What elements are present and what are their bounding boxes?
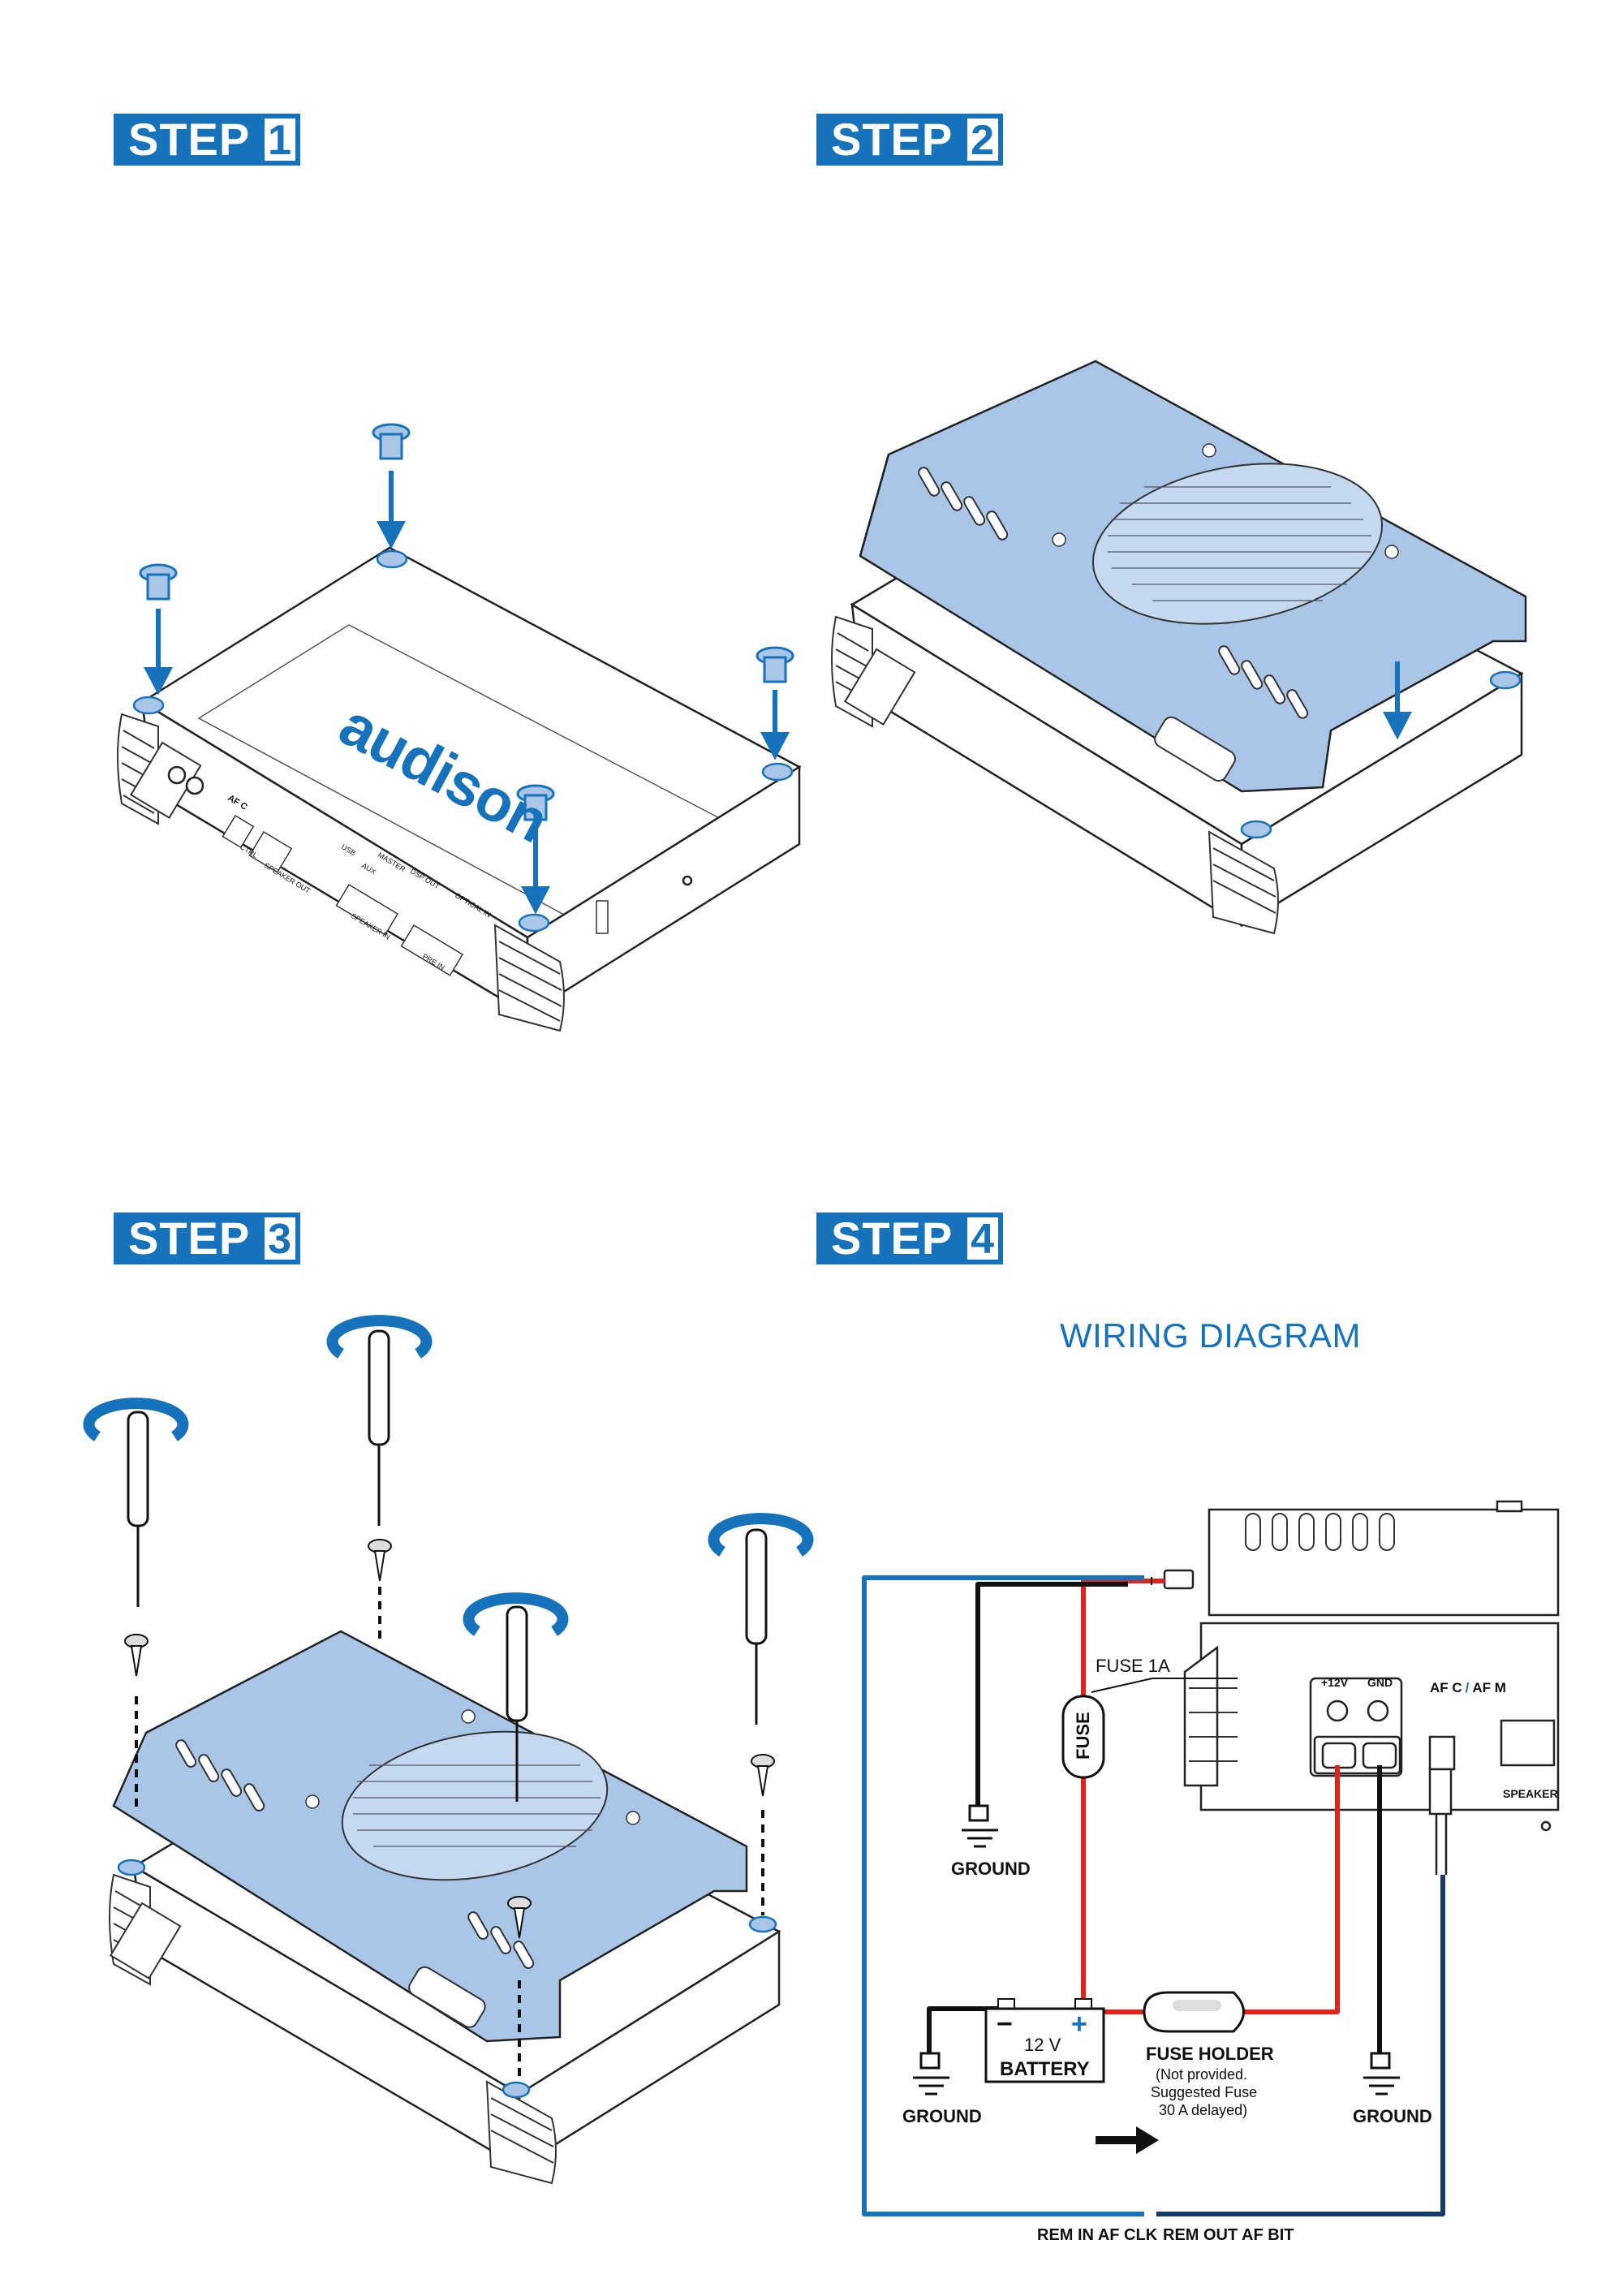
rubber-feet <box>139 423 794 821</box>
step-2-banner: STEP 2 <box>816 114 1003 166</box>
step-number: 3 <box>265 1217 295 1261</box>
step-3-banner: STEP 3 <box>114 1213 300 1264</box>
fuse-holder-note-3: 30 A delayed) <box>1159 2102 1247 2118</box>
terminal-gnd-label: GND <box>1367 1676 1393 1689</box>
step-number: 2 <box>967 118 998 162</box>
rem-out-label: REM OUT AF BIT <box>1163 2226 1294 2244</box>
battery-plus: + <box>1071 2009 1087 2040</box>
step-1-banner: STEP 1 <box>114 114 300 166</box>
battery-label: BATTERY <box>1000 2058 1090 2080</box>
terminal-pos-label: +12V <box>1321 1676 1349 1689</box>
step-number: 1 <box>265 118 295 162</box>
ground-icon <box>962 1804 998 1848</box>
screws <box>124 1539 775 1939</box>
fuse-text: FUSE <box>1073 1712 1093 1760</box>
battery-minus: − <box>997 2009 1013 2040</box>
fuse-holder-label: FUSE HOLDER <box>1146 2044 1274 2064</box>
step-word: STEP <box>831 114 954 165</box>
fuse-holder-note-1: (Not provided. <box>1156 2066 1247 2083</box>
down-arrow-step2 <box>1383 661 1412 740</box>
screw-guides <box>135 1587 764 2078</box>
speaker-label: SPEAKER <box>1503 1787 1558 1800</box>
step-word: STEP <box>831 1213 954 1264</box>
ground-label-1: GROUND <box>951 1859 1031 1879</box>
fuse-1a-label: FUSE 1A <box>1096 1656 1170 1676</box>
step-word: STEP <box>128 1213 251 1264</box>
wires <box>862 1575 1445 2216</box>
step-4-banner: STEP 4 <box>816 1213 1003 1264</box>
down-arrows-step1 <box>144 471 790 915</box>
direction-arrow-icon <box>1096 2126 1159 2154</box>
ground-label-2: GROUND <box>902 2106 982 2126</box>
step2-cover-plate <box>859 360 1527 793</box>
step1-amplifier <box>117 546 802 1032</box>
battery: − + 12 V BATTERY <box>984 1998 1105 2083</box>
screwdrivers <box>127 1329 768 1802</box>
remote-connector <box>1163 1569 1453 1875</box>
wiring-diagram-title: WIRING DIAGRAM <box>1060 1316 1361 1355</box>
ground-icon <box>1363 2052 1400 2096</box>
ground-label-3: GROUND <box>1353 2106 1432 2126</box>
rem-in-label: REM IN AF CLK <box>1037 2226 1158 2244</box>
step3-cover-plate <box>112 1630 748 2043</box>
step-number: 4 <box>967 1217 998 1261</box>
ground-icon <box>913 2052 949 2096</box>
fuse-holder-note-2: Suggested Fuse <box>1151 2084 1257 2100</box>
fuse-holder: FUSE HOLDER (Not provided. Suggested Fus… <box>1143 1991 1274 2118</box>
step-word: STEP <box>128 114 251 165</box>
model-label: AF C/AF M <box>1430 1680 1506 1695</box>
wiring-amplifier <box>1183 1500 1560 1832</box>
fuse-1a: FUSE FUSE 1A <box>1061 1656 1238 1779</box>
battery-voltage: 12 V <box>1024 2035 1061 2055</box>
rotation-arrows <box>83 1315 814 1636</box>
